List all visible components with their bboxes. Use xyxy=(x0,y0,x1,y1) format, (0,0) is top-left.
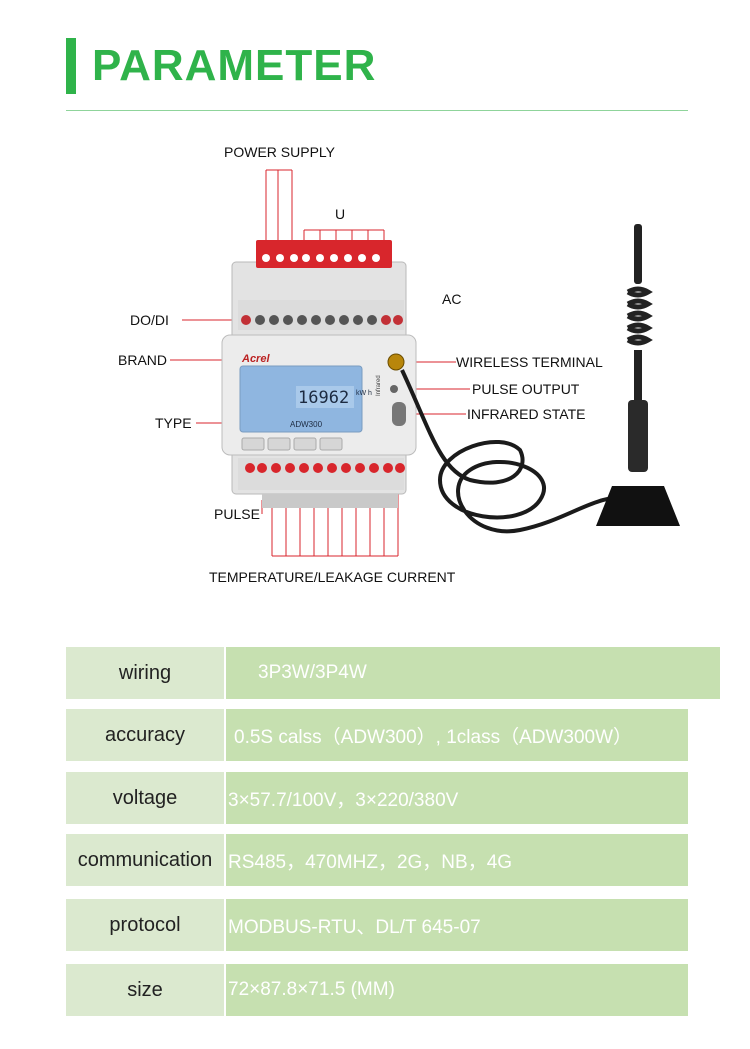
spec-value: MODBUS-RTU、DL/T 645-07 xyxy=(226,899,688,951)
label-wireless-terminal: WIRELESS TERMINAL xyxy=(456,354,603,370)
label-ac: AC xyxy=(442,291,462,307)
spec-value: 3×57.7/100V，3×220/380V xyxy=(226,772,688,824)
spec-value: RS485，470MHZ，2G，NB，4G xyxy=(226,834,688,886)
device-diagram: POWER SUPPLY U AC DO/DI BRAND TYPE PULSE… xyxy=(0,120,750,600)
label-brand: BRAND xyxy=(118,352,168,368)
spec-key: voltage xyxy=(66,772,224,824)
spec-key: accuracy xyxy=(66,709,224,761)
spec-row-communication: communication RS485，470MHZ，2G，NB，4G xyxy=(66,834,688,886)
header-divider xyxy=(66,110,688,111)
device-brand-logo: Acrel xyxy=(242,353,270,365)
spec-value: 0.5S calss（ADW300）, 1class（ADW300W） xyxy=(226,709,688,761)
lcd-unit: kW h xyxy=(356,390,372,397)
label-u: U xyxy=(335,206,346,222)
label-power-supply: POWER SUPPLY xyxy=(224,144,335,160)
spec-row-accuracy: accuracy 0.5S calss（ADW300）, 1class（ADW3… xyxy=(66,709,688,761)
label-temperature-leakage: TEMPERATURE/LEAKAGE CURRENT xyxy=(209,569,456,585)
spec-row-size: size 72×87.8×71.5 (MM) xyxy=(66,964,688,1016)
spec-value: 72×87.8×71.5 (MM) xyxy=(226,964,688,1016)
spec-key: protocol xyxy=(66,899,224,951)
spec-row-voltage: voltage 3×57.7/100V，3×220/380V xyxy=(66,772,688,824)
label-pulse: PULSE xyxy=(214,506,260,522)
label-infrared-state: INFRARED STATE xyxy=(467,406,586,422)
page-title: PARAMETER xyxy=(92,41,377,90)
spec-value: 3P3W/3P4W xyxy=(226,647,720,699)
label-pulse-output: PULSE OUTPUT xyxy=(472,381,580,397)
label-do-di: DO/DI xyxy=(130,312,169,328)
spec-row-protocol: protocol MODBUS-RTU、DL/T 645-07 xyxy=(66,899,688,951)
spec-key: communication xyxy=(66,834,224,886)
label-type: TYPE xyxy=(155,415,192,431)
header-accent-bar xyxy=(66,38,76,94)
lcd-reading: 16962 xyxy=(298,388,350,408)
device-illustration xyxy=(170,169,680,557)
spec-key: wiring xyxy=(66,647,224,699)
lcd-model-text: ADW300 xyxy=(290,420,323,429)
spec-key: size xyxy=(66,964,224,1016)
infrared-text: Infrared xyxy=(376,375,382,396)
spec-row-wiring: wiring 3P3W/3P4W xyxy=(66,647,720,699)
